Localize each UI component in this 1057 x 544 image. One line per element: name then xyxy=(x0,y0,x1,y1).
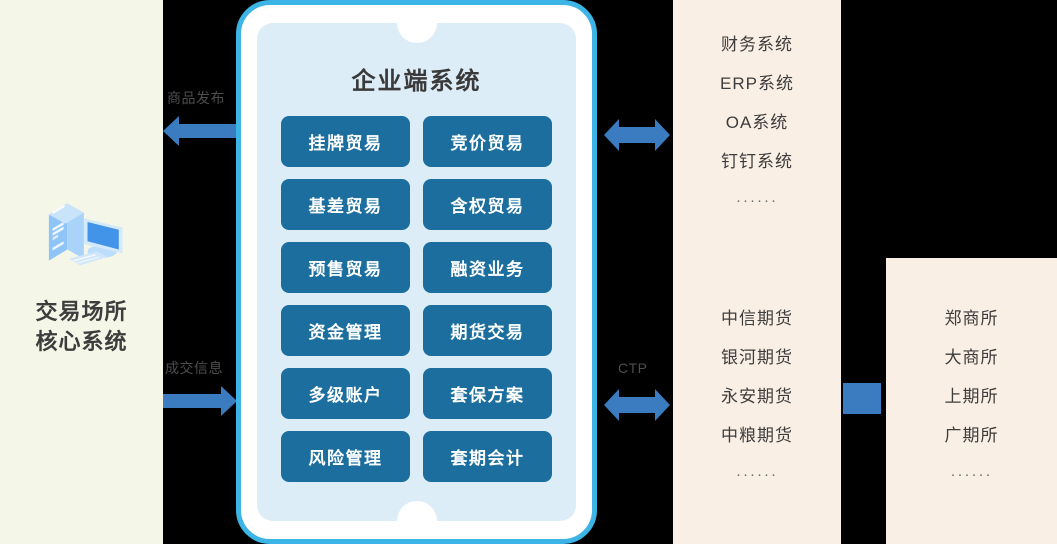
tablet-home-indicator xyxy=(396,501,437,521)
list-ellipsis: ······ xyxy=(736,466,778,483)
arrow-bidirectional-icon xyxy=(604,389,670,421)
tile-hedging-plan[interactable]: 套保方案 xyxy=(423,368,552,419)
list-item: ERP系统 xyxy=(720,74,794,93)
arrow-bidirectional-icon xyxy=(604,119,670,151)
connector-product-release-label: 商品发布 xyxy=(167,90,225,106)
connector-transaction-info: 成交信息 xyxy=(163,358,237,418)
list-item: 中粮期货 xyxy=(721,426,793,445)
list-item: OA系统 xyxy=(725,113,789,132)
arrow-left-icon xyxy=(163,116,237,146)
list-item: 银河期货 xyxy=(721,348,793,367)
list-item: 永安期货 xyxy=(721,387,793,406)
tablet-notch-top xyxy=(396,23,437,43)
venue-label-line1: 交易场所 xyxy=(35,299,128,325)
list-item: 大商所 xyxy=(944,348,999,367)
tablet-screen: 企业端系统 挂牌贸易 竞价贸易 基差贸易 含权贸易 预售贸易 融资业务 资金管理… xyxy=(257,23,576,521)
tile-basis-trade[interactable]: 基差贸易 xyxy=(281,179,410,230)
tile-hedge-accounting[interactable]: 套期会计 xyxy=(423,431,552,482)
connector-ctp-label: CTP xyxy=(618,360,648,376)
connector-product-release: 商品发布 xyxy=(163,88,237,148)
list-item: 财务系统 xyxy=(721,35,793,54)
list-ellipsis: ······ xyxy=(950,466,993,483)
tile-option-trade[interactable]: 含权贸易 xyxy=(423,179,552,230)
list-item: 钉钉系统 xyxy=(721,152,793,171)
tile-bidding-trade[interactable]: 竞价贸易 xyxy=(423,116,552,167)
list-ellipsis: ······ xyxy=(736,192,778,209)
trading-venue-label: 交易场所 核心系统 xyxy=(35,297,127,356)
tile-presale-trade[interactable]: 预售贸易 xyxy=(281,242,410,293)
futures-brokers-list: 中信期货 银河期货 永安期货 中粮期货 ······ xyxy=(673,310,841,483)
list-item: 中信期货 xyxy=(721,309,793,328)
list-item: 上期所 xyxy=(944,387,999,406)
connector-futures-to-exchanges xyxy=(843,383,881,414)
tile-financing[interactable]: 融资业务 xyxy=(423,242,552,293)
tile-risk-management[interactable]: 风险管理 xyxy=(281,431,410,482)
tile-futures-trading[interactable]: 期货交易 xyxy=(423,305,552,356)
list-item: 广期所 xyxy=(944,426,999,445)
tile-fund-management[interactable]: 资金管理 xyxy=(281,305,410,356)
exchanges-list: 郑商所 大商所 上期所 广期所 ······ xyxy=(886,310,1057,483)
tablet-title: 企业端系统 xyxy=(351,68,482,95)
venue-label-line2: 核心系统 xyxy=(35,329,128,354)
enterprise-module-grid: 挂牌贸易 竞价贸易 基差贸易 含权贸易 预售贸易 融资业务 资金管理 期货交易 … xyxy=(257,116,576,500)
list-item: 郑商所 xyxy=(944,309,999,328)
exchanges-panel: 郑商所 大商所 上期所 广期所 ······ xyxy=(886,258,1057,544)
tile-multilevel-account[interactable]: 多级账户 xyxy=(281,368,410,419)
desktop-computer-icon xyxy=(48,203,122,266)
arrow-right-icon xyxy=(163,386,237,416)
tile-listing-trade[interactable]: 挂牌贸易 xyxy=(281,116,410,167)
enterprise-tablet-device: 企业端系统 挂牌贸易 竞价贸易 基差贸易 含权贸易 预售贸易 融资业务 资金管理… xyxy=(236,0,597,544)
trading-venue-panel: 交易场所 核心系统 xyxy=(0,0,163,544)
connector-enterprise-to-systems xyxy=(604,112,670,158)
connector-transaction-info-label: 成交信息 xyxy=(165,360,223,376)
enterprise-systems-panel: 财务系统 ERP系统 OA系统 钉钉系统 ······ 中信期货 银河期货 永安… xyxy=(673,0,841,544)
connector-ctp: CTP xyxy=(604,360,670,426)
enterprise-systems-list: 财务系统 ERP系统 OA系统 钉钉系统 ······ xyxy=(673,36,841,209)
